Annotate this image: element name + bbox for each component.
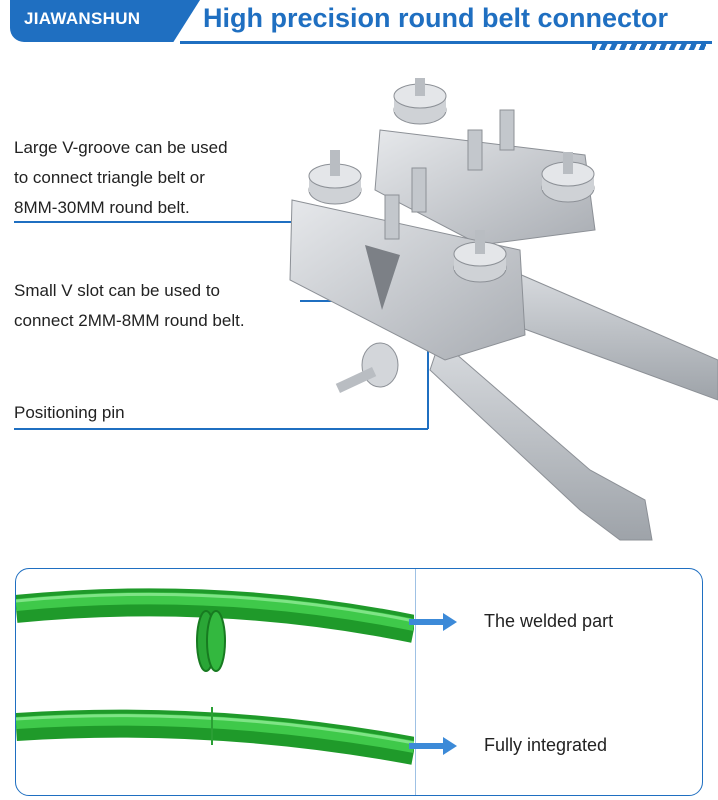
callout-line-1: Large V-groove can be used: [14, 138, 228, 157]
header-banner: JIAWANSHUN High precision round belt con…: [0, 0, 718, 50]
leader-line-pin: [14, 428, 428, 430]
leader-line-pin-vertical: [427, 318, 429, 429]
panel-divider: [415, 569, 416, 795]
callout-line-2: connect 2MM-8MM round belt.: [14, 311, 245, 330]
green-belt-image: [16, 588, 414, 765]
brand-tab: [10, 0, 200, 42]
callout-line-2: to connect triangle belt or: [14, 168, 205, 187]
callout-positioning-pin: Positioning pin: [14, 403, 125, 422]
decorative-stripes: [592, 44, 706, 50]
label-welded-part: The welded part: [484, 611, 614, 631]
belt-comparison-panel: The welded part Fully integrated: [15, 568, 703, 796]
brand-name: JIAWANSHUN: [24, 9, 141, 28]
label-fully-integrated: Fully integrated: [484, 735, 608, 755]
callout-large-v-groove: Large V-groove can be used to connect tr…: [14, 133, 228, 223]
callout-line-1: Small V slot can be used to: [14, 281, 221, 300]
belt-connector-tool-image: [289, 78, 718, 541]
callout-small-v-slot: Small V slot can be used to connect 2MM-…: [14, 276, 245, 336]
arrow-right-icon: [409, 613, 457, 631]
arrow-right-icon: [409, 737, 457, 755]
leader-line-large: [14, 221, 376, 223]
callout-line-3: 8MM-30MM round belt.: [14, 198, 190, 217]
title-underline: [180, 41, 712, 44]
page-title: High precision round belt connector: [203, 3, 669, 33]
